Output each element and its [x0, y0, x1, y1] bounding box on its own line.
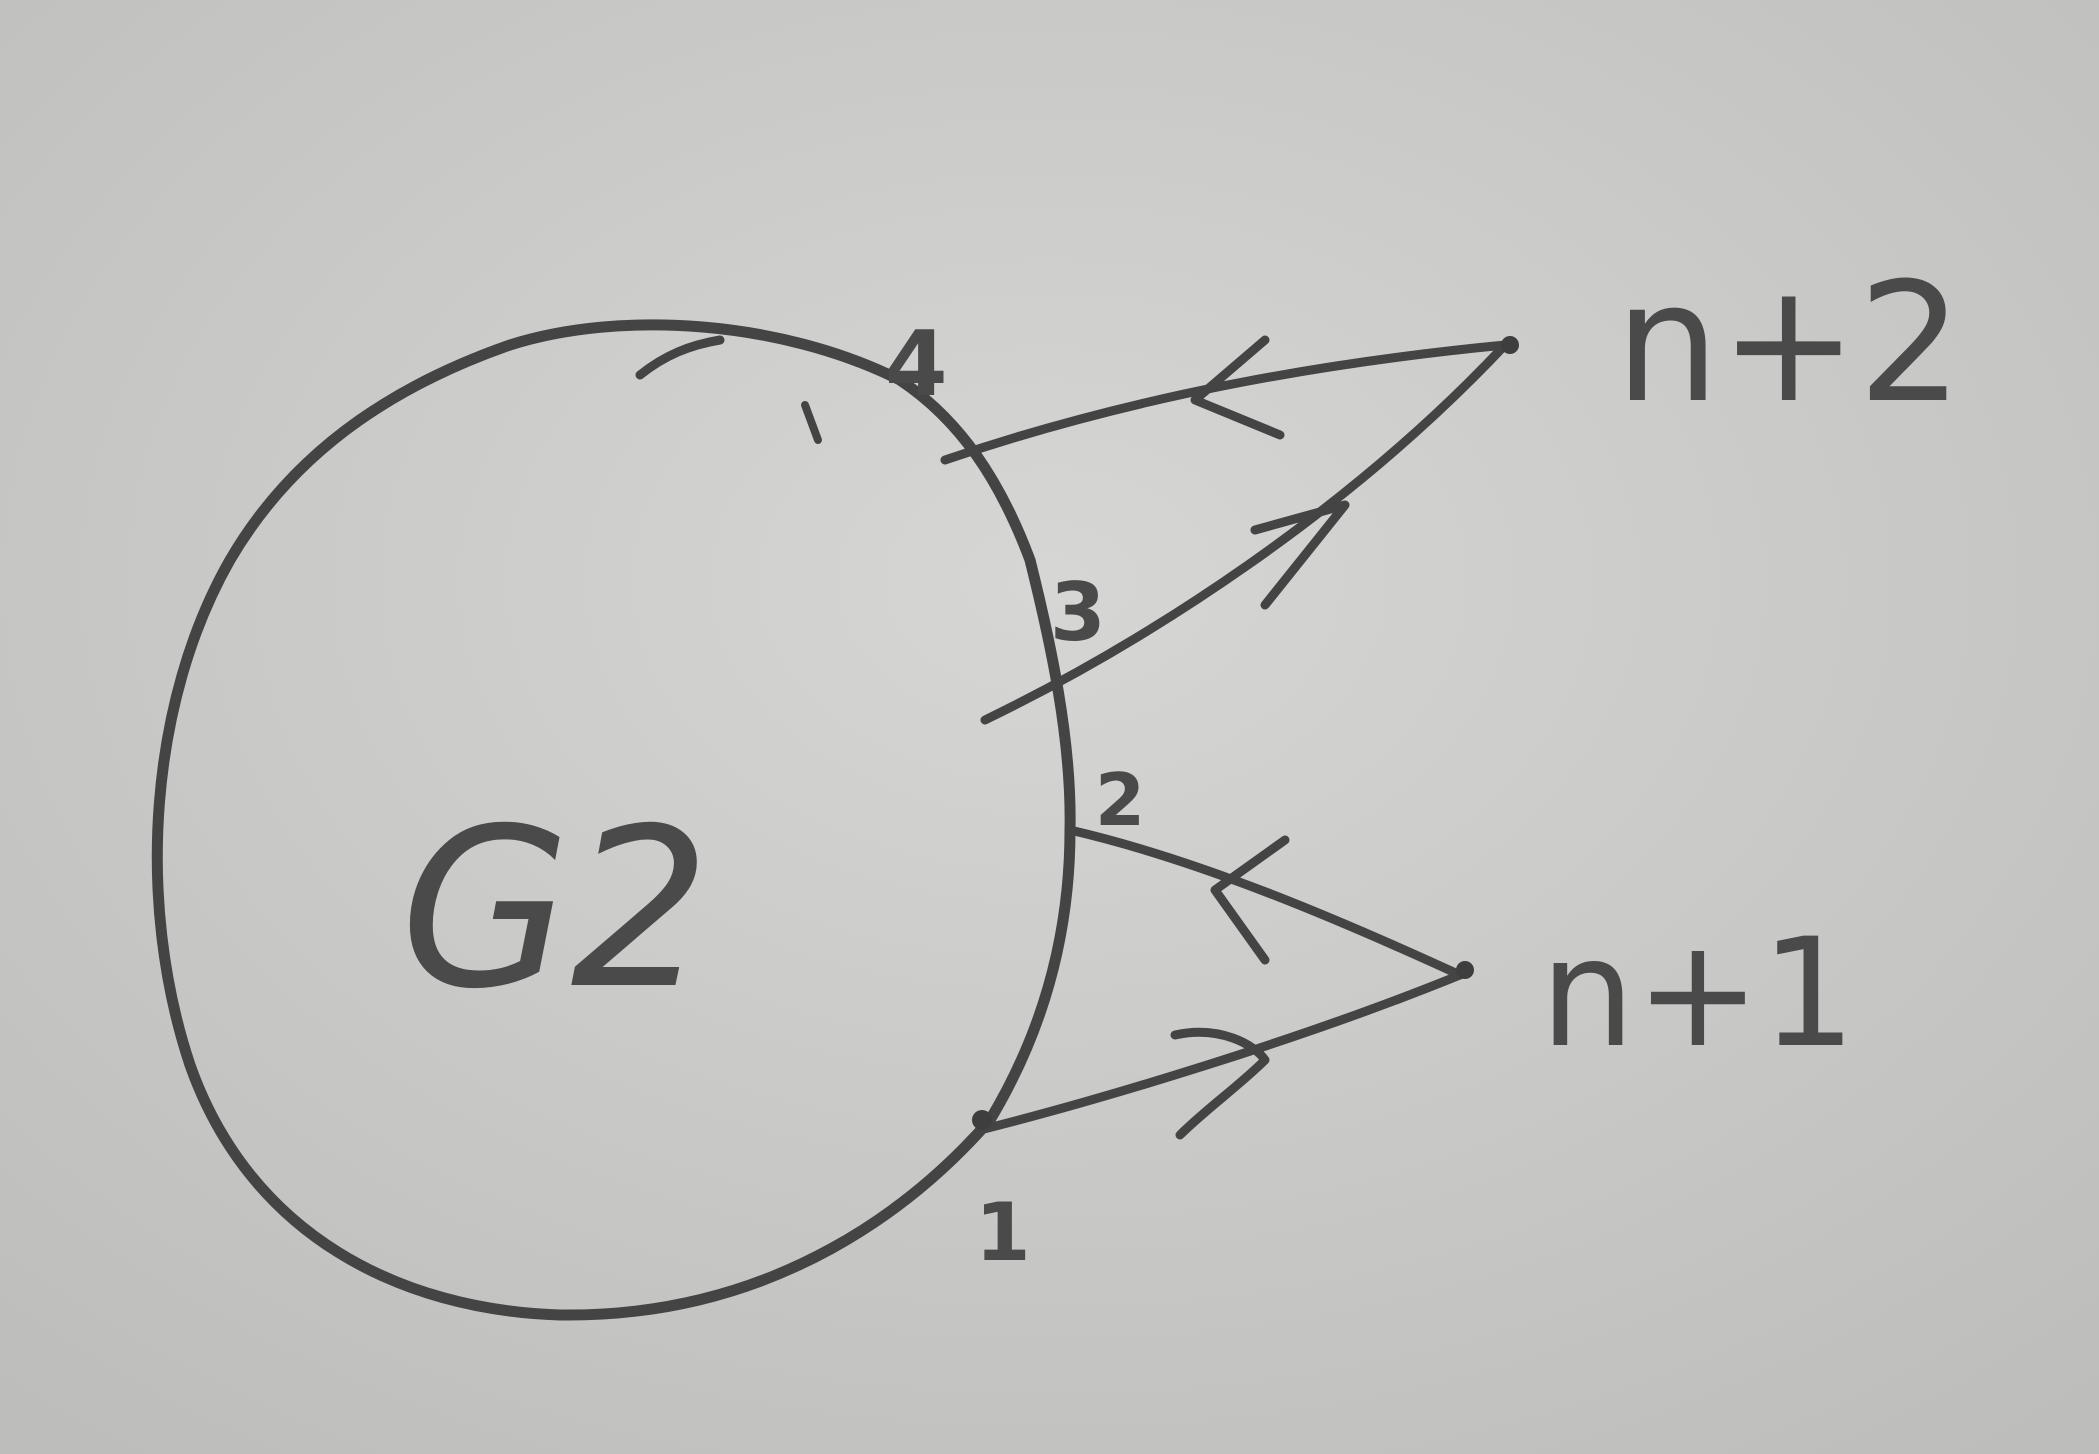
vertex-n1-dot — [1456, 961, 1474, 979]
edge-n2-to-4 — [940, 340, 1510, 465]
edge-3-to-n2-arrowhead — [1250, 500, 1350, 610]
graph-boundary — [151, 319, 1076, 1321]
vertex-n2-dot — [1501, 336, 1519, 354]
boundary-arrow-mark-2 — [801, 401, 822, 444]
vertex-label-4: 4 — [885, 312, 948, 417]
edge-n2-to-4-arrowhead — [1190, 335, 1285, 440]
vertex-label-n2: n+2 — [1615, 247, 1963, 439]
vertex-1-dot — [972, 1110, 992, 1130]
edge-n1-to-2 — [1065, 825, 1465, 980]
vertex-label-3: 3 — [1050, 566, 1106, 659]
edge-1-to-n1-arrowhead — [1170, 1027, 1270, 1140]
edge-1-to-n1 — [975, 970, 1465, 1135]
edge-n1-to-2-arrowhead — [1210, 835, 1290, 965]
vertex-label-2: 2 — [1095, 758, 1145, 842]
graph-label: G2 — [400, 781, 710, 1037]
vertex-label-1: 1 — [975, 1186, 1031, 1279]
boundary-arrow-mark-1 — [635, 335, 725, 380]
edge-3-to-n2 — [980, 340, 1510, 725]
vertex-label-n1: n+1 — [1540, 907, 1856, 1081]
